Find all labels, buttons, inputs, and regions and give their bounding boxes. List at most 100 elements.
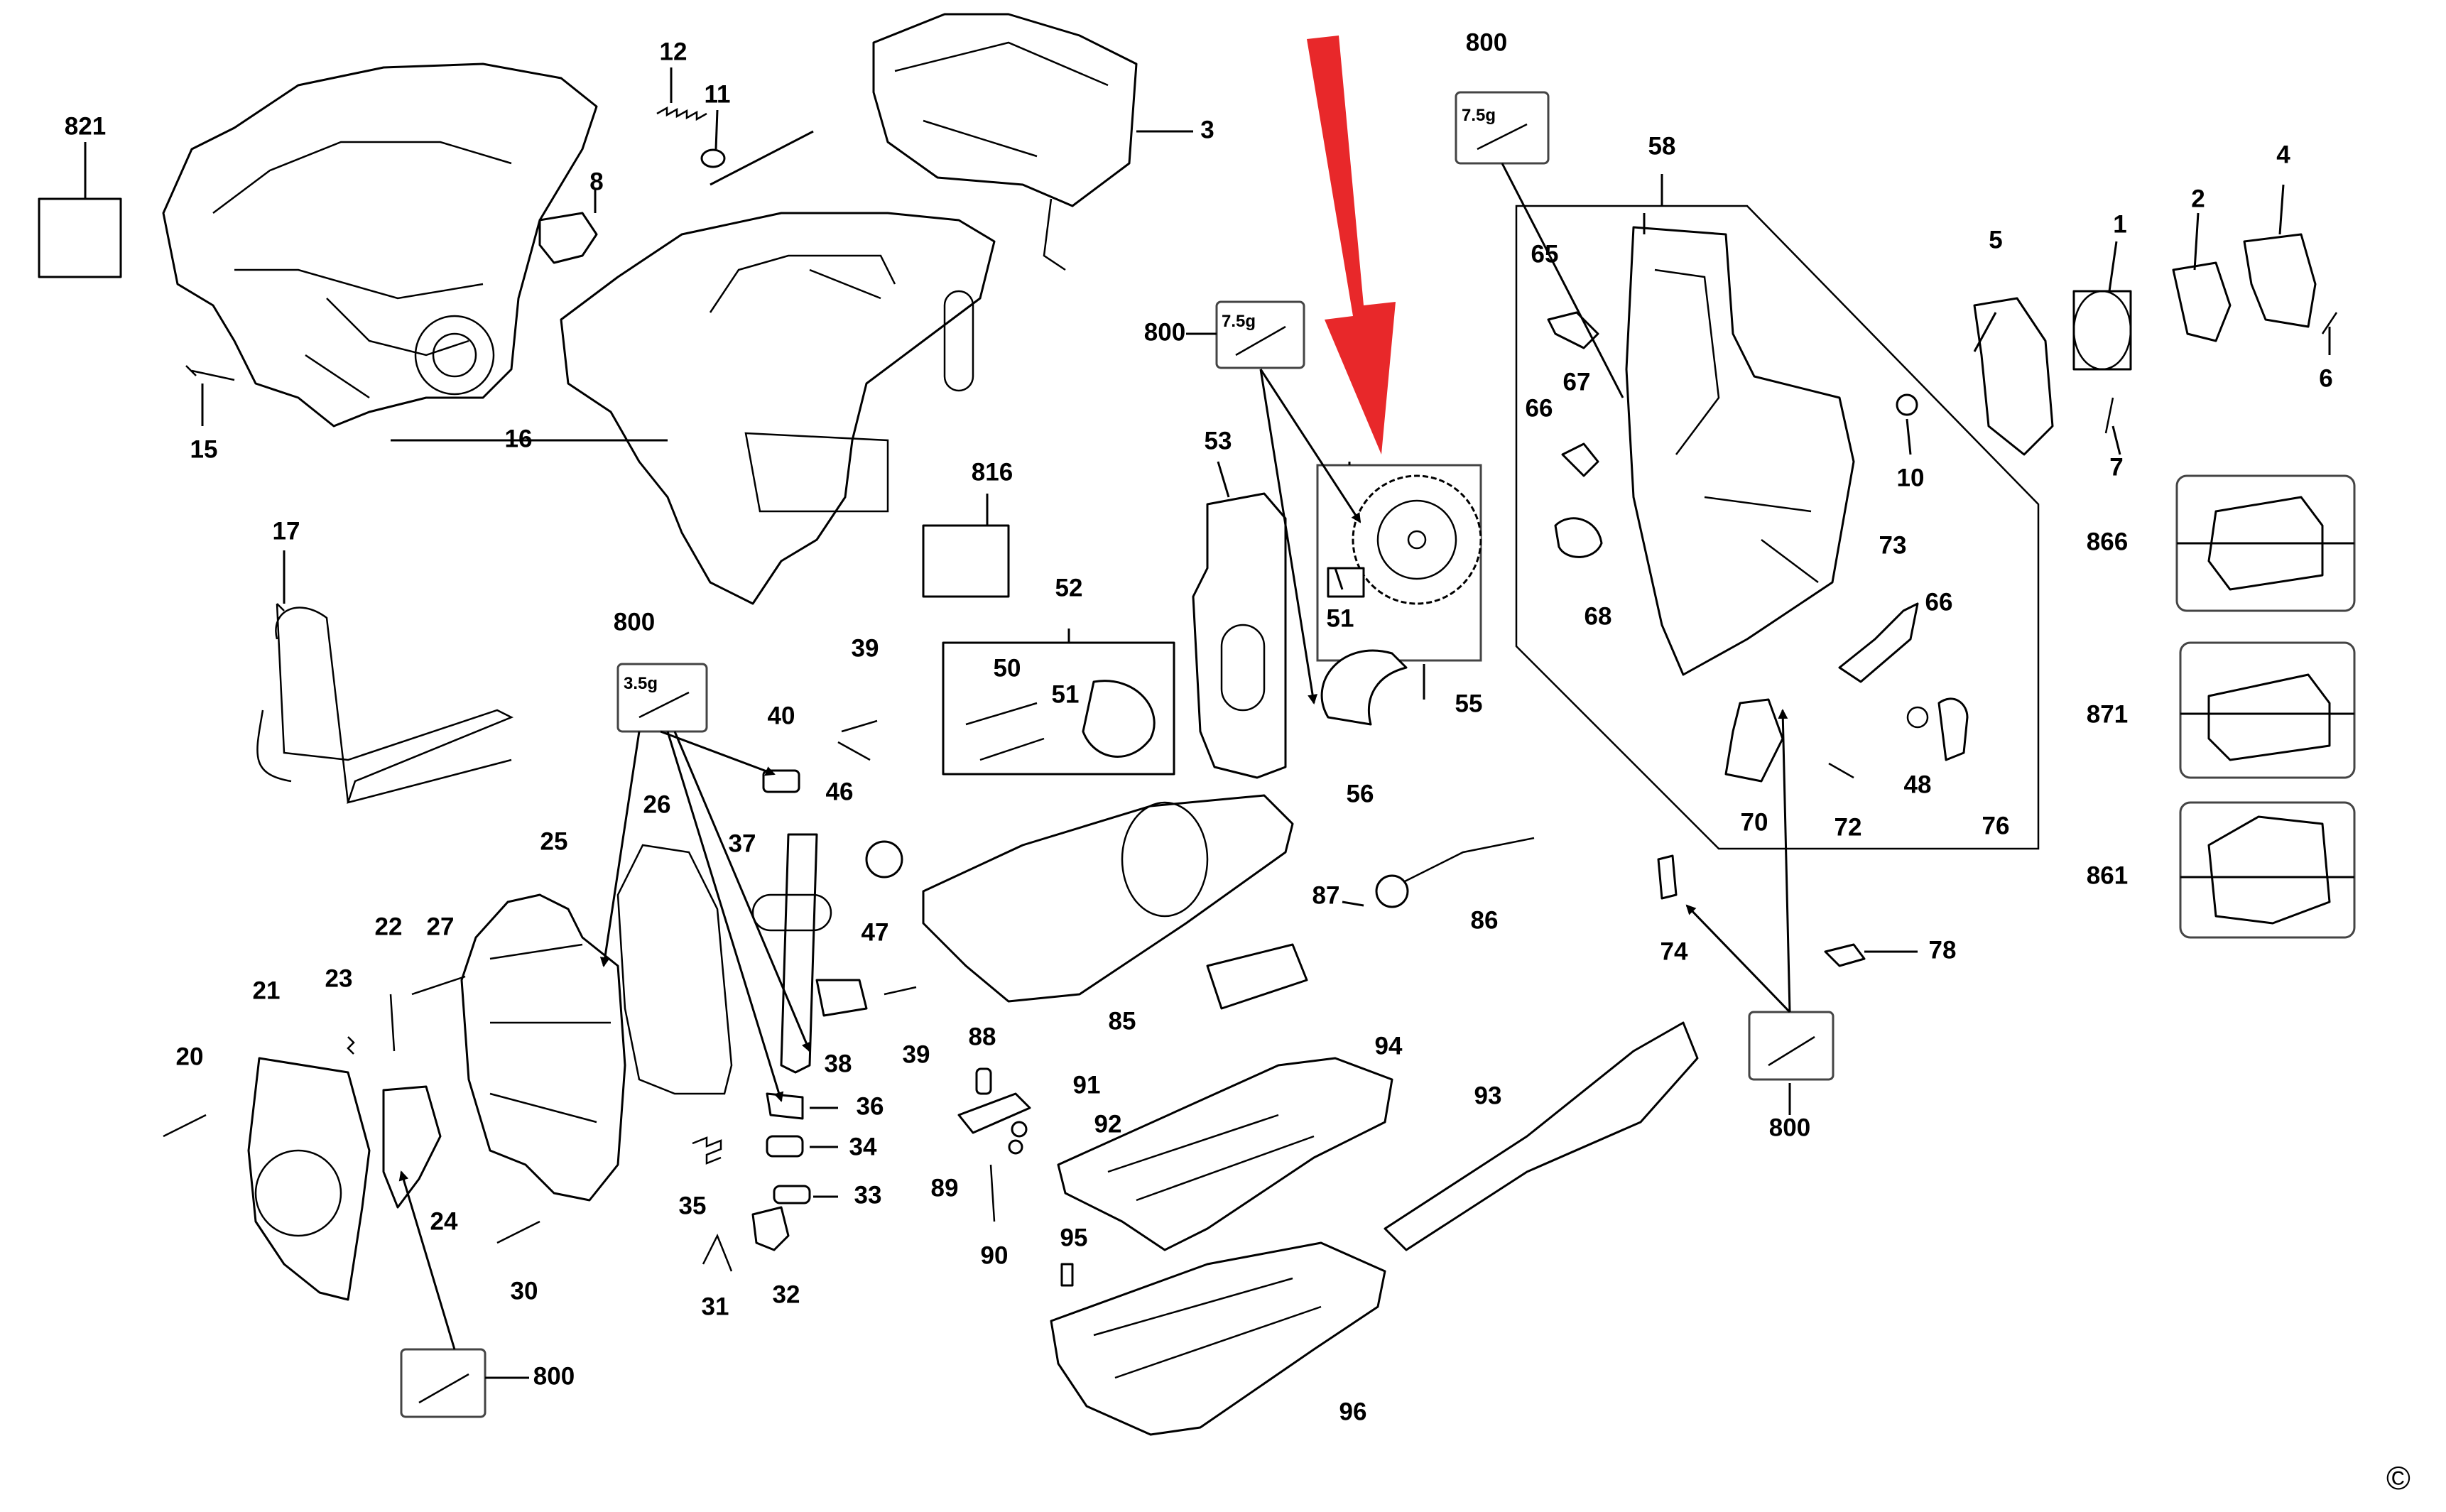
label-24: 24 (430, 1207, 458, 1235)
main-housing-16 (560, 212, 996, 605)
gear-housing-25 (460, 893, 626, 1202)
label-800-left: 800 (614, 608, 655, 636)
label-12: 12 (660, 38, 687, 65)
dust-adapter-93 (1384, 1021, 1699, 1251)
label-66b: 66 (1925, 588, 1953, 616)
label-16: 16 (505, 425, 533, 452)
part-65 (1547, 311, 1599, 349)
label-36: 36 (857, 1092, 884, 1120)
label-33: 33 (854, 1181, 882, 1209)
label-48: 48 (1904, 771, 1932, 798)
label-4: 4 (2276, 141, 2290, 168)
label-46: 46 (826, 778, 854, 805)
spring-12 (656, 106, 707, 121)
label-39a: 39 (852, 634, 879, 662)
label-88: 88 (969, 1023, 996, 1050)
label-70: 70 (1741, 808, 1768, 836)
label-51a: 51 (1052, 680, 1080, 708)
grease-card-800-bottom (400, 1348, 487, 1418)
shoe-94 (1057, 1057, 1393, 1251)
label-2: 2 (2191, 185, 2205, 212)
label-821 (38, 197, 122, 278)
key-31 (702, 1233, 733, 1272)
label-56: 56 (1347, 780, 1374, 807)
label-21: 21 (253, 977, 281, 1004)
pin-22 (389, 994, 396, 1052)
spring-35 (692, 1136, 722, 1165)
label-35: 35 (679, 1192, 707, 1219)
support-plate-53 (1192, 492, 1287, 779)
label-800-bottom: 800 (533, 1362, 575, 1390)
label-10: 10 (1897, 464, 1925, 491)
label-89: 89 (931, 1174, 959, 1202)
label-68: 68 (1585, 602, 1612, 630)
grease-weight-left: 3.5g (624, 674, 658, 693)
label-53: 53 (1205, 427, 1232, 455)
label-15: 15 (190, 435, 218, 463)
grease-weight-labels: 7.5g 7.5g 3.5g (624, 106, 1496, 693)
end-cap-5 (1973, 297, 2054, 456)
spring-23 (347, 1036, 355, 1055)
label-76: 76 (1982, 812, 2010, 839)
bracket-38 (815, 979, 868, 1017)
block-36 (766, 1092, 804, 1120)
pin-72 (1828, 762, 1854, 779)
label-32: 32 (773, 1280, 800, 1308)
label-85: 85 (1109, 1007, 1136, 1035)
shaft-86 (1391, 837, 1535, 889)
front-cover-21 (247, 1057, 371, 1301)
base-tray-96 (1050, 1241, 1386, 1436)
label-73: 73 (1879, 531, 1907, 559)
part-67 (1561, 442, 1599, 477)
label-871: 871 (2087, 700, 2128, 728)
label-96: 96 (1339, 1398, 1367, 1425)
label-65: 65 (1531, 240, 1559, 268)
label-861: 861 (2087, 861, 2128, 889)
label-800-mid: 800 (1144, 318, 1185, 346)
label-8: 8 (589, 168, 603, 195)
grease-card-800-top (1455, 91, 1550, 165)
label-78: 78 (1929, 936, 1957, 964)
pin-46 (837, 741, 871, 761)
gearbox-58 (1625, 226, 1855, 676)
label-27: 27 (427, 913, 455, 940)
copyright-symbol: © (2386, 1459, 2410, 1496)
plunger-37 (780, 833, 818, 1074)
gasket-26 (616, 844, 733, 1095)
ring-48 (1906, 706, 1929, 729)
label-90: 90 (981, 1241, 1009, 1269)
label-67: 67 (1563, 368, 1591, 396)
switch-module-3 (872, 13, 1138, 207)
label-93: 93 (1474, 1082, 1502, 1109)
label-91: 91 (1073, 1071, 1101, 1099)
part-number-labels: 1 2 3 4 5 6 7 8 10 11 12 15 16 17 20 21 … (65, 28, 2333, 1425)
label-17: 17 (273, 517, 300, 545)
clip-8 (538, 212, 598, 264)
screw-39 (841, 719, 917, 996)
pad-33 (773, 1185, 811, 1204)
label-52: 52 (1055, 574, 1083, 602)
label-800-right: 800 (1769, 1114, 1810, 1141)
label-821: 821 (65, 112, 106, 140)
gearbox-group-frame-58 (1515, 205, 2040, 850)
brush-holder-4 (2243, 233, 2317, 328)
label-3: 3 (1200, 116, 1214, 143)
label-816 (922, 524, 1010, 598)
part-drawings (38, 13, 2356, 1436)
label-39b: 39 (903, 1040, 930, 1068)
label-47: 47 (861, 918, 889, 946)
grease-card-800-right (1748, 1011, 1835, 1081)
screw-30 (496, 1220, 540, 1244)
part-73 (1838, 602, 1919, 683)
grease-weight-mid: 7.5g (1222, 312, 1256, 331)
screw-27 (411, 975, 466, 996)
plate-89 (957, 1092, 1031, 1134)
label-31: 31 (702, 1293, 729, 1320)
label-40: 40 (768, 702, 795, 729)
part-68 (1554, 517, 1603, 558)
label-30: 30 (511, 1277, 538, 1305)
screw-15 (185, 365, 235, 381)
cap-47 (865, 840, 903, 879)
label-58: 58 (1648, 132, 1676, 160)
